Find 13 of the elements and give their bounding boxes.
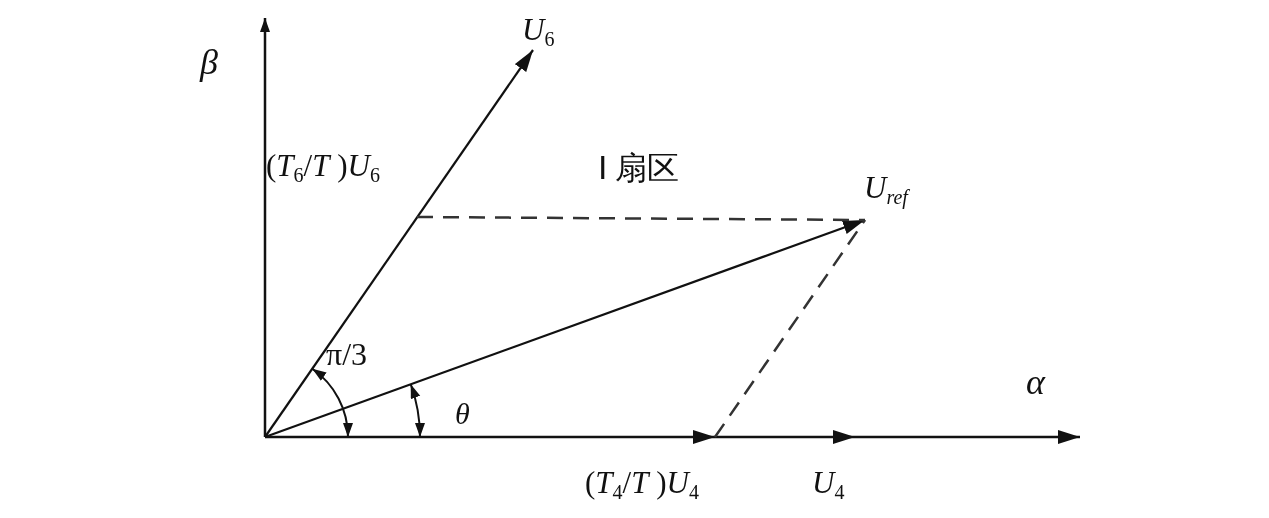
angle-label: θ: [455, 396, 470, 432]
vector-label: U$_{ref}$: [864, 170, 938, 220]
vector-label: U$_{6}$: [522, 12, 588, 51]
vector-label: (T$_{4}$/T )U$_{4}$: [585, 441, 717, 503]
axis-label: β: [200, 42, 218, 82]
vector-label: (T$_{6}$/T )U$_{6}$: [266, 148, 417, 217]
sector-label: Ⅰ 扇区: [598, 149, 679, 188]
dashed-line: [417, 215, 865, 222]
vector-arrow: [264, 49, 534, 438]
angle-label: π/3: [326, 335, 368, 374]
axis-label: α: [1026, 362, 1045, 402]
dashed-line: [713, 219, 867, 438]
vector-label: U$_{4}$: [812, 441, 862, 503]
